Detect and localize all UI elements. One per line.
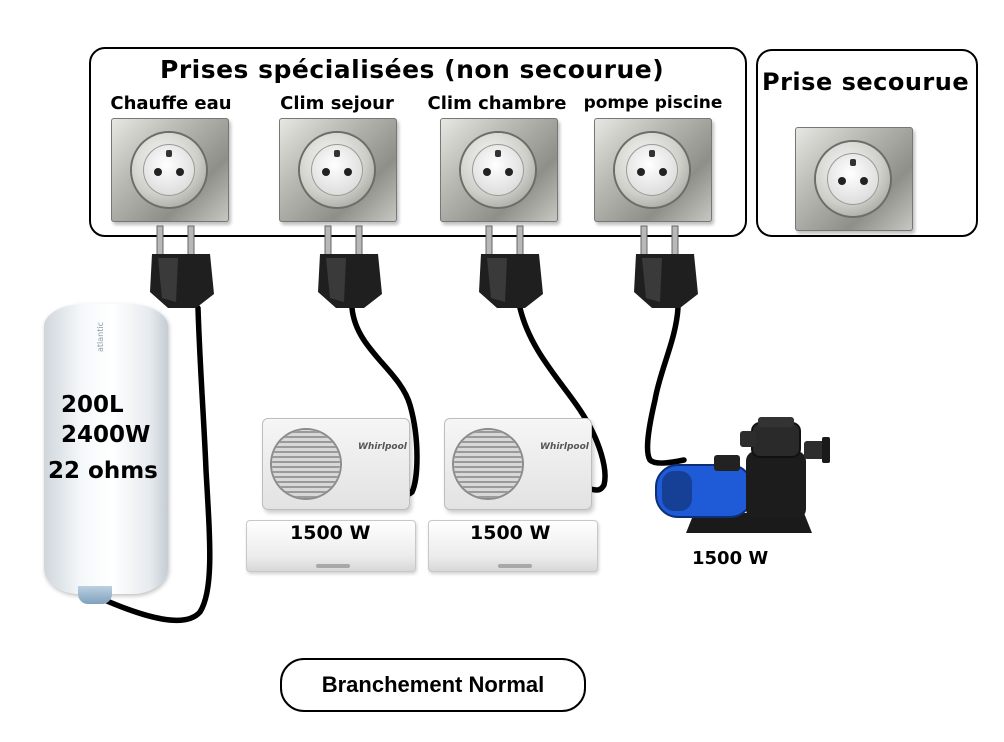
ac-outdoor-unit-icon: Whirlpool (444, 418, 592, 510)
water-heater-icon (44, 304, 168, 594)
outlet-label-clim-sejour: Clim sejour (280, 93, 394, 114)
wall-socket-icon (279, 118, 397, 222)
plug-icon (479, 225, 543, 308)
water-heater-brand: atlantic (96, 322, 105, 352)
plug-icon (634, 225, 698, 308)
ac-indoor-unit-icon (428, 520, 598, 572)
ac-outdoor-unit-icon: Whirlpool (262, 418, 410, 510)
ac-living-power: 1500 W (290, 522, 371, 544)
plug-icon (150, 225, 214, 308)
ac-indoor-unit-icon (246, 520, 416, 572)
cable-pool-pump (644, 305, 687, 466)
backup-outlet-title: Prise secourue (762, 68, 970, 96)
wall-socket-icon (440, 118, 558, 222)
wall-socket-icon (111, 118, 229, 222)
ac-living-brand: Whirlpool (358, 442, 407, 452)
outlet-label-clim-chambre: Clim chambre (427, 93, 567, 114)
outlet-label-pompe-piscine: pompe piscine (583, 93, 723, 113)
cable-water-heater (97, 305, 213, 624)
cable-ac-bedroom (517, 305, 608, 493)
ac-bedroom-brand: Whirlpool (540, 442, 589, 452)
pool-pump-icon (655, 417, 830, 533)
water-heater-outlet-fitting (78, 586, 112, 604)
ac-bedroom-power: 1500 W (470, 522, 551, 544)
wall-socket-icon (795, 127, 913, 231)
water-heater-capacity: 200L (61, 392, 124, 418)
water-heater-resistance: 22 ohms (48, 458, 158, 484)
outlet-label-chauffe-eau: Chauffe eau (110, 93, 232, 114)
pool-pump-power: 1500 W (692, 548, 769, 569)
plug-icon (318, 225, 382, 308)
water-heater-power: 2400W (61, 422, 151, 448)
specialized-outlets-title: Prises spécialisées (non secourue) (160, 55, 665, 84)
footer-caption: Branchement Normal (280, 658, 586, 712)
wall-socket-icon (594, 118, 712, 222)
